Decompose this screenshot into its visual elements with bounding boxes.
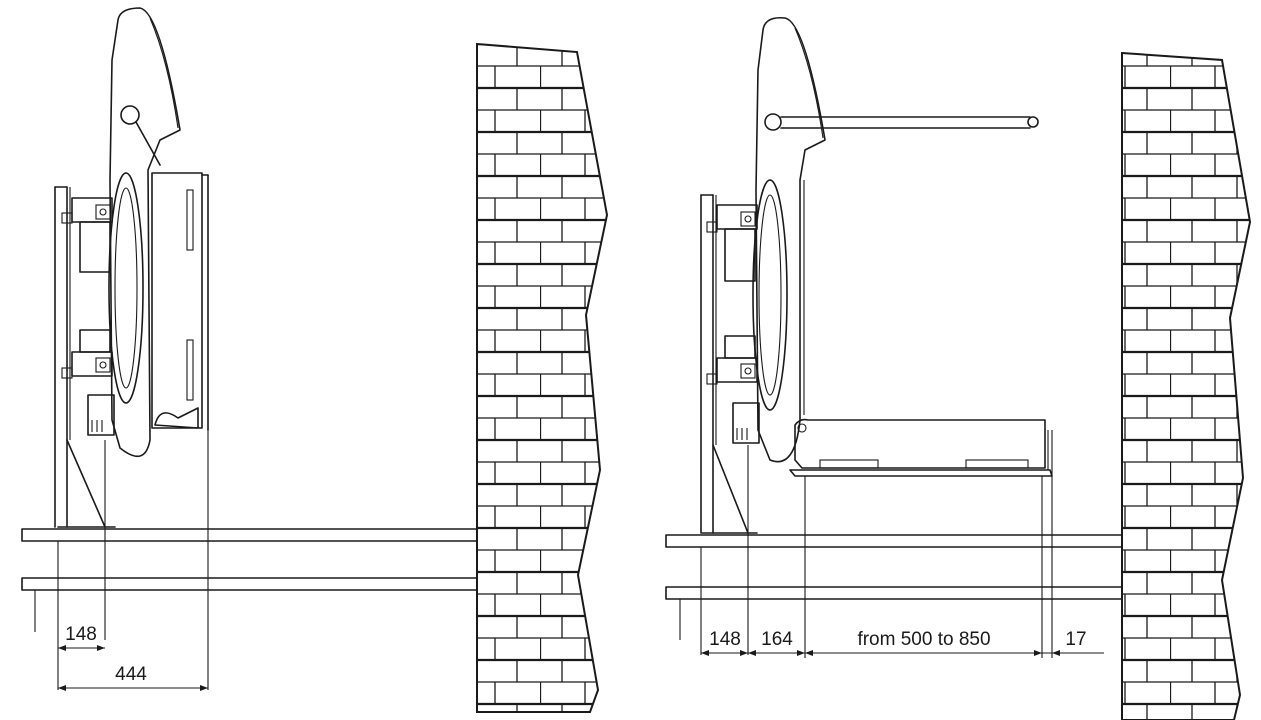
right-dim-148-label: 148 [709,629,741,650]
left-brick-wall [476,42,609,713]
right-motor-brackets [716,204,760,444]
right-dim-range-label: from 500 to 850 [857,629,990,650]
right-dim-164-label: 164 [761,629,793,650]
right-device-body [752,16,826,463]
right-dim-17-label: 17 [1065,629,1086,650]
right-brick-wall [1121,51,1252,720]
left-floor-beams [21,528,478,632]
left-motor-brackets [71,197,115,436]
right-floor-beams [665,534,1123,640]
right-mounting-frame [700,194,758,655]
left-view: 148 444 [21,7,609,713]
left-dim-444-label: 444 [115,664,147,685]
left-device-body [108,7,209,458]
right-dimension-lines [701,430,1104,658]
left-dim-148-label: 148 [65,624,97,645]
right-handle-bar [764,113,1039,131]
right-view: 148 164 from 500 to 850 17 [665,16,1252,720]
left-mounting-frame [54,186,116,690]
left-dimension-lines [58,430,209,691]
right-extended-tray [789,418,1053,477]
